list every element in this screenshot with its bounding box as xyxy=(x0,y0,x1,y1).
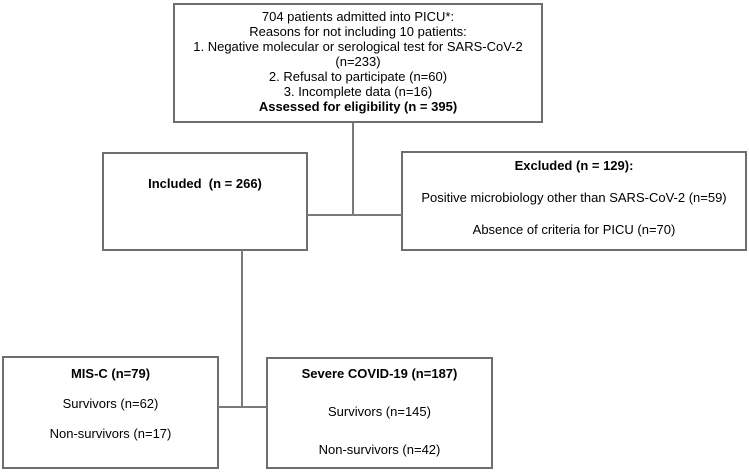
eligibility-line-2: Reasons for not including 10 patients: xyxy=(249,24,467,39)
eligibility-line-4: (n=233) xyxy=(335,54,381,69)
eligibility-line-1: 704 patients admitted into PICU*: xyxy=(261,9,455,24)
connector-eligibility-down-line xyxy=(352,123,354,215)
excluded-box: Excluded (n = 129): Positive microbiolog… xyxy=(401,151,747,251)
severe-covid-box: Severe COVID-19 (n=187) Survivors (n=145… xyxy=(266,357,493,469)
eligibility-line-5: 2. Refusal to participate (n=60) xyxy=(268,69,448,84)
severe-covid-title: Severe COVID-19 (n=187) xyxy=(301,366,458,381)
mis-c-title: MIS-C (n=79) xyxy=(70,366,151,381)
excluded-title: Excluded (n = 129): xyxy=(514,158,634,173)
mis-c-non-survivors: Non-survivors (n=17) xyxy=(49,426,172,441)
eligibility-box: 704 patients admitted into PICU*: Reason… xyxy=(173,3,543,123)
connector-included-down-line xyxy=(241,250,243,408)
mis-c-box: MIS-C (n=79) Survivors (n=62) Non-surviv… xyxy=(2,356,219,469)
severe-covid-survivors: Survivors (n=145) xyxy=(328,404,431,419)
eligibility-line-6: 3. Incomplete data (n=16) xyxy=(283,84,433,99)
included-title: Included (n = 266) xyxy=(148,176,262,191)
included-box: Included (n = 266) xyxy=(102,152,308,251)
excluded-reason-2: Absence of criteria for PICU (n=70) xyxy=(472,222,676,237)
connector-misc-severe-line xyxy=(218,406,267,408)
connector-included-excluded-line xyxy=(307,214,402,216)
mis-c-survivors: Survivors (n=62) xyxy=(62,396,159,411)
severe-covid-non-survivors: Non-survivors (n=42) xyxy=(318,442,441,457)
eligibility-line-3: 1. Negative molecular or serological tes… xyxy=(193,39,523,54)
eligibility-total: Assessed for eligibility (n = 395) xyxy=(258,99,458,114)
excluded-reason-1: Positive microbiology other than SARS-Co… xyxy=(421,190,727,205)
